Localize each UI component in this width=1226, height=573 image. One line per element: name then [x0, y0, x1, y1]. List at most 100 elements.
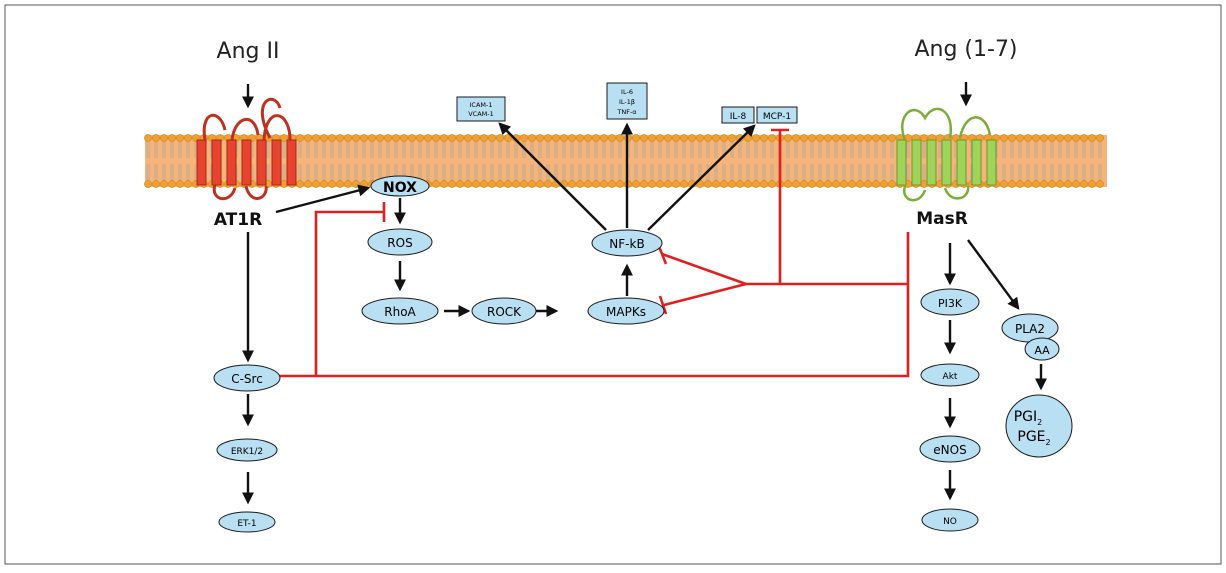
lipid-head — [592, 134, 600, 142]
lipid-head — [656, 134, 664, 142]
lipid-head — [672, 180, 680, 188]
lipid-head — [160, 134, 168, 142]
lipid-tail — [1074, 164, 1078, 180]
lipid-tail — [330, 142, 334, 158]
lipid-tail — [338, 142, 342, 158]
lipid-tail — [474, 142, 478, 158]
lipid-head — [352, 180, 360, 188]
lipid-tail — [314, 142, 318, 158]
vcam-text: VCAM-1 — [468, 110, 494, 118]
lipid-head — [424, 134, 432, 142]
lipid-head — [384, 134, 392, 142]
lipid-head — [856, 134, 864, 142]
lipid-tail — [306, 142, 310, 158]
lipid-head — [472, 180, 480, 188]
lipid-head — [576, 180, 584, 188]
masr-label: MasR — [916, 209, 968, 229]
lipid-tail — [1026, 164, 1030, 180]
lipid-head — [632, 180, 640, 188]
lipid-head — [472, 134, 480, 142]
at1r-receptor-graphic — [196, 97, 297, 200]
lipid-tail — [866, 164, 870, 180]
lipid-head — [1072, 180, 1080, 188]
lipid-tail — [426, 164, 430, 180]
lipid-tail — [506, 142, 510, 158]
lipid-head — [296, 180, 304, 188]
lipid-tail — [1042, 164, 1046, 180]
lipid-tail — [706, 142, 710, 158]
lipid-tail — [354, 142, 358, 158]
il6-text: IL-6 — [621, 88, 633, 96]
masr-receptor-graphic — [896, 107, 997, 202]
lipid-head — [848, 134, 856, 142]
lipid-head — [880, 180, 888, 188]
lipid-head — [528, 134, 536, 142]
lipid-tail — [362, 164, 366, 180]
lipid-tail — [1018, 142, 1022, 158]
lipid-tail — [266, 164, 270, 180]
lipid-head — [456, 134, 464, 142]
lipid-head — [584, 134, 592, 142]
lipid-tail — [1098, 164, 1102, 180]
lipid-tail — [442, 142, 446, 158]
lipid-tail — [346, 142, 350, 158]
lipid-tail — [546, 142, 550, 158]
ros-text: ROS — [387, 236, 412, 250]
lipid-tail — [530, 164, 534, 180]
il8-box: IL-8 — [721, 106, 755, 124]
figure-border — [4, 4, 1222, 565]
prostanoids-node: PGI2 PGE2 — [1005, 394, 1073, 458]
lipid-tail — [514, 142, 518, 158]
lipid-tail — [602, 164, 606, 180]
lipid-tail — [578, 164, 582, 180]
lipid-tail — [282, 164, 286, 180]
lipid-head — [600, 180, 608, 188]
lipid-tail — [858, 142, 862, 158]
lipid-tail — [162, 164, 166, 180]
lipid-tail — [322, 142, 326, 158]
lipid-tail — [354, 164, 358, 180]
lipid-head — [440, 180, 448, 188]
lipid-tail — [466, 142, 470, 158]
lipid-head — [344, 180, 352, 188]
lipid-head — [672, 134, 680, 142]
mapks-node: MAPKs — [587, 297, 665, 325]
lipid-tail — [802, 164, 806, 180]
ang2-label: Ang II — [217, 39, 280, 64]
lipid-tail — [314, 164, 318, 180]
lipid-head — [1016, 180, 1024, 188]
il1b-text: IL-1β — [619, 98, 635, 106]
lipid-tail — [482, 142, 486, 158]
lipid-tail — [370, 142, 374, 158]
lipid-head — [664, 134, 672, 142]
lipid-tail — [1010, 142, 1014, 158]
lipid-tail — [458, 142, 462, 158]
lipid-head — [920, 134, 928, 142]
lipid-tail — [154, 164, 158, 180]
lipid-tail — [714, 142, 718, 158]
lipid-head — [152, 134, 160, 142]
lipid-head — [456, 180, 464, 188]
lipid-tail — [298, 164, 302, 180]
lipid-head — [720, 134, 728, 142]
lipid-head — [832, 180, 840, 188]
lipid-head — [184, 134, 192, 142]
lipid-head — [496, 134, 504, 142]
lipid-tail — [634, 164, 638, 180]
lipid-tail — [402, 142, 406, 158]
at1r-to-nox-arrow — [275, 184, 371, 214]
lipid-head — [352, 134, 360, 142]
lipid-head — [840, 134, 848, 142]
lipid-head — [144, 180, 152, 188]
lipid-head — [432, 180, 440, 188]
lipid-tail — [362, 142, 366, 158]
lipid-head — [152, 180, 160, 188]
lipid-head — [320, 180, 328, 188]
lipid-tail — [186, 164, 190, 180]
lipid-tail — [1098, 142, 1102, 158]
lipid-tail — [906, 142, 910, 158]
lipid-head — [176, 134, 184, 142]
lipid-tail — [906, 164, 910, 180]
lipid-head — [360, 180, 368, 188]
lipid-tail — [618, 164, 622, 180]
